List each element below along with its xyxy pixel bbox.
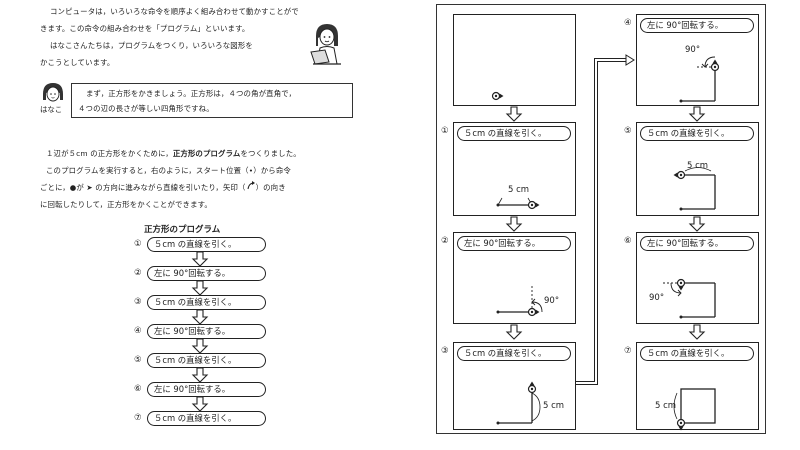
down-arrow-icon	[191, 396, 209, 412]
body-line-3: ごとに，●が ➤ の方向に進みながら直線を引いたり，矢印（）の向き	[40, 181, 286, 192]
intro-line-2: きます。この命令の組み合わせを「プログラム」といいます。	[40, 24, 250, 33]
program-title: 正方形のプログラム	[144, 225, 221, 235]
angle-label: 90°	[544, 296, 560, 306]
command-label: ５cm の直線を引く。	[457, 126, 571, 141]
command-label: 左に 90°回転する。	[640, 236, 754, 251]
start-canvas	[453, 14, 576, 106]
speaker-name: はなこ	[40, 105, 63, 114]
length-label: 5 cm	[687, 161, 709, 171]
panel-step-number: ③	[441, 346, 449, 356]
program-step: ５cm の直線を引く。	[147, 237, 266, 252]
down-arrow-icon	[191, 251, 209, 267]
intro-line-1: コンピュータは，いろいろな命令を順序よく組み合わせて動かすことがで	[50, 7, 299, 16]
canvas-step-2: 左に 90°回転する。 90°	[453, 232, 576, 324]
girl-laptop-illustration	[310, 24, 341, 65]
command-label: ５cm の直線を引く。	[640, 346, 754, 361]
line-drawing	[496, 381, 541, 425]
down-arrow-icon	[688, 324, 706, 340]
program-step-number: ⑦	[134, 413, 142, 423]
rotation-drawing	[663, 278, 716, 319]
canvas-step-5: ５cm の直線を引く。 5 cm	[636, 122, 759, 216]
panel-step-number: ⑤	[624, 126, 632, 136]
down-arrow-icon	[505, 216, 523, 232]
canvas-step-3: ５cm の直線を引く。 5 cm	[453, 342, 576, 430]
line-drawing	[496, 197, 540, 210]
program-step-number: ⑤	[134, 355, 142, 365]
command-label: ５cm の直線を引く。	[457, 346, 571, 361]
rotate-arrow-icon	[247, 181, 255, 190]
program-step: ５cm の直線を引く。	[147, 295, 266, 310]
canvas-step-1: ５cm の直線を引く。 5 cm	[453, 122, 576, 216]
panel-step-number: ②	[441, 236, 449, 246]
line-drawing	[673, 167, 716, 211]
length-label: 5 cm	[655, 401, 677, 411]
intro-line-4: かこうとしています。	[40, 58, 115, 67]
turtle-cursor-icon	[491, 91, 504, 101]
program-step: ５cm の直線を引く。	[147, 353, 266, 368]
body-line-1: １辺が５cm の正方形をかくために，正方形のプログラムをつくりました。	[46, 149, 301, 158]
program-step-number: ②	[134, 268, 142, 278]
command-label: 左に 90°回転する。	[640, 18, 754, 33]
speech-box: まず，正方形をかきましょう。正方形は，４つの角が直角で， ４つの辺の長さが等しい…	[71, 83, 353, 118]
program-step: 左に 90°回転する。	[147, 266, 266, 281]
down-arrow-icon	[505, 106, 523, 122]
panel-step-number: ⑦	[624, 346, 632, 356]
panel-step-number: ①	[441, 126, 449, 136]
length-label: 5 cm	[543, 401, 565, 411]
canvas-step-4: 左に 90°回転する。 90°	[636, 14, 759, 106]
speech-line-2: ４つの辺の長さが等しい四角形ですね。	[78, 104, 214, 113]
down-arrow-icon	[191, 338, 209, 354]
panel-step-number: ⑥	[624, 236, 632, 246]
rotation-drawing	[679, 56, 720, 103]
down-arrow-icon	[688, 106, 706, 122]
program-step-number: ④	[134, 326, 142, 336]
program-step: 左に 90°回転する。	[147, 382, 266, 397]
panel-step-number: ④	[624, 18, 632, 28]
program-step: 左に 90°回転する。	[147, 324, 266, 339]
speech-line-1: まず，正方形をかきましょう。正方形は，４つの角が直角で，	[86, 89, 297, 98]
hanako-avatar-icon	[43, 83, 63, 102]
command-label: 左に 90°回転する。	[457, 236, 571, 251]
down-arrow-icon	[191, 367, 209, 383]
flow-connector-arrow	[576, 54, 635, 385]
square-drawing	[673, 388, 716, 431]
intro-line-3: はなこさんたちは，プログラムをつくり，いろいろな図形を	[50, 41, 253, 50]
angle-label: 90°	[685, 45, 701, 55]
program-step-number: ⑥	[134, 384, 142, 394]
length-label: 5 cm	[508, 185, 530, 195]
body-line-2: このプログラムを実行すると，右のように，スタート位置（•）から命令	[46, 166, 291, 175]
program-step-number: ③	[134, 297, 142, 307]
canvas-step-7: ５cm の直線を引く。 5 cm	[636, 342, 759, 431]
canvas-step-6: 左に 90°回転する。 90°	[636, 232, 759, 324]
body-line-4: に回転したりして，正方形をかくことができます。	[40, 200, 212, 209]
rotation-drawing	[496, 285, 543, 317]
program-name-emphasis: 正方形のプログラム	[172, 149, 241, 158]
down-arrow-icon	[688, 216, 706, 232]
down-arrow-icon	[505, 324, 523, 340]
program-step-number: ①	[134, 239, 142, 249]
angle-label: 90°	[649, 293, 665, 303]
program-step: ５cm の直線を引く。	[147, 411, 266, 426]
down-arrow-icon	[191, 280, 209, 296]
execution-panel	[436, 4, 766, 434]
command-label: ５cm の直線を引く。	[640, 126, 754, 141]
down-arrow-icon	[191, 309, 209, 325]
